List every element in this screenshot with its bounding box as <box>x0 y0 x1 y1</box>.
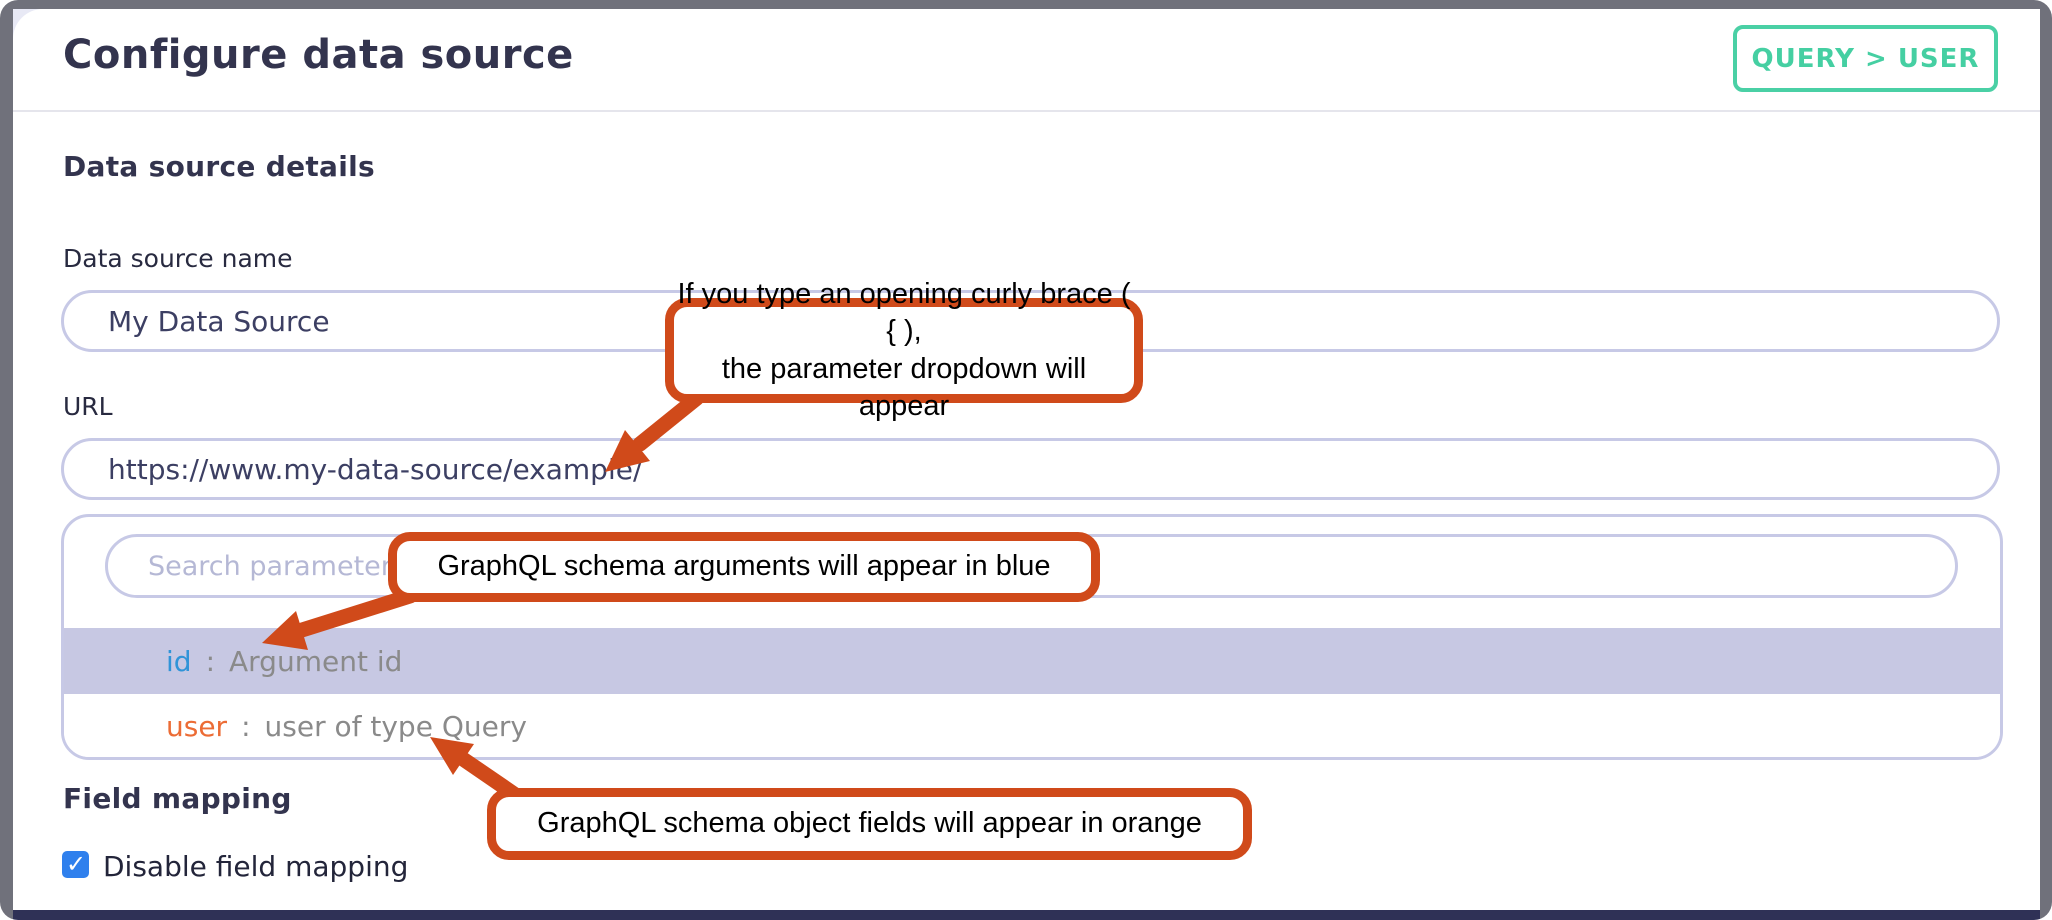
name-field-label: Data source name <box>63 244 293 273</box>
bottom-section-edge <box>13 910 2040 920</box>
header-divider <box>13 110 2040 112</box>
callout-blue-text: GraphQL schema arguments will appear in … <box>437 550 1051 583</box>
query-user-badge[interactable]: QUERY > USER <box>1733 25 1998 92</box>
disable-field-mapping-checkbox[interactable] <box>62 850 89 878</box>
dropdown-option-id[interactable]: id : Argument id <box>64 628 2000 694</box>
section-title-field-mapping: Field mapping <box>63 782 292 815</box>
callout-orange-text: GraphQL schema object fields will appear… <box>537 807 1202 840</box>
option-user-colon: : <box>241 709 251 743</box>
option-id-colon: : <box>205 644 215 678</box>
url-field-label: URL <box>63 392 113 421</box>
callout-blue-hint: GraphQL schema arguments will appear in … <box>388 532 1100 602</box>
disable-field-mapping-label: Disable field mapping <box>103 850 409 883</box>
section-title-details: Data source details <box>63 150 376 183</box>
option-id-description: Argument id <box>229 644 403 678</box>
callout-url-line2: the parameter dropdown will appear <box>721 352 1087 422</box>
option-id-name: id <box>166 644 192 678</box>
callout-orange-hint: GraphQL schema object fields will appear… <box>487 788 1252 860</box>
callout-url-hint: If you type an opening curly brace ( { )… <box>665 278 1143 422</box>
dropdown-option-user[interactable]: user : user of type Query <box>64 694 2000 757</box>
option-user-description: user of type Query <box>264 709 527 743</box>
callout-url-line1: If you type an opening curly brace ( { )… <box>677 278 1131 348</box>
url-input[interactable] <box>61 438 2000 500</box>
page-title: Configure data source <box>63 32 574 78</box>
option-user-name: user <box>166 709 228 743</box>
